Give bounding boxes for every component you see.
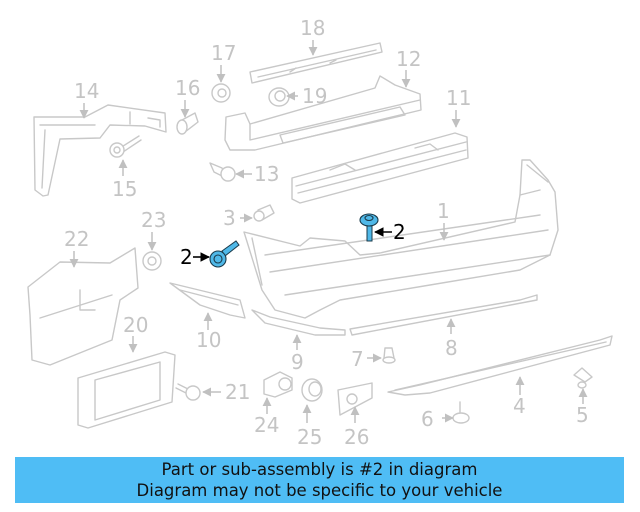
callout-19: 19 <box>302 84 327 108</box>
part-5-clip <box>573 367 593 389</box>
part-23-nut <box>142 251 162 271</box>
part-1-bumper-cover <box>243 159 559 319</box>
callout-24: 24 <box>254 413 279 437</box>
part-22-bracket <box>27 247 139 366</box>
callout-3: 3 <box>223 206 236 230</box>
parts-diagram: 1 2 2 3 4 5 6 7 8 9 10 11 12 13 14 15 16… <box>27 16 613 449</box>
callout-13: 13 <box>254 162 279 186</box>
callout-14: 14 <box>74 79 99 103</box>
callout-2-right[interactable]: 2 <box>393 220 406 244</box>
part-11-absorber <box>291 132 469 204</box>
part-4-diffuser <box>387 335 613 396</box>
part-24-sensor <box>263 371 293 398</box>
callout-8: 8 <box>445 336 458 360</box>
callout-9: 9 <box>291 350 304 374</box>
part-25-grommet <box>301 378 323 402</box>
callout-4: 4 <box>513 394 526 418</box>
banner-line-part-number: Part or sub-assembly is #2 in diagram <box>161 460 478 479</box>
part-15-bolt <box>109 135 142 158</box>
callout-25: 25 <box>297 425 322 449</box>
callout-22: 22 <box>64 227 89 251</box>
part-19-nut <box>268 87 290 107</box>
callout-18: 18 <box>300 16 325 40</box>
part-9-strip <box>251 309 346 336</box>
part-16-grommet <box>176 112 199 135</box>
part-20-module <box>77 351 176 429</box>
callout-12: 12 <box>396 47 421 71</box>
callout-2-left[interactable]: 2 <box>180 245 193 269</box>
callout-20: 20 <box>123 313 148 337</box>
part-26-holder <box>337 382 373 416</box>
part-21-bolt <box>175 383 201 401</box>
part-18-strip <box>249 42 383 84</box>
callout-6: 6 <box>421 407 434 431</box>
callout-26: 26 <box>344 425 369 449</box>
part-17-nut <box>211 83 231 103</box>
part-8-molding <box>349 294 538 336</box>
callout-1: 1 <box>437 199 450 223</box>
callout-15: 15 <box>112 177 137 201</box>
part-14-bracket <box>33 104 167 197</box>
part-7-clip <box>382 347 396 364</box>
info-banner: Part or sub-assembly is #2 in diagram Di… <box>15 457 624 503</box>
part-6-screw <box>452 401 470 424</box>
part-10-trim <box>169 282 246 319</box>
callout-16: 16 <box>175 76 200 100</box>
callout-7: 7 <box>351 347 364 371</box>
callout-arrows <box>69 40 588 423</box>
part-2-bolt-right[interactable] <box>359 213 379 242</box>
callout-10: 10 <box>196 328 221 352</box>
part-2-bolt-left[interactable] <box>209 240 240 268</box>
banner-line-disclaimer: Diagram may not be specific to your vehi… <box>136 481 503 500</box>
callout-11: 11 <box>446 86 471 110</box>
callout-21: 21 <box>225 380 250 404</box>
callout-23: 23 <box>141 208 166 232</box>
part-3-clip <box>253 204 275 222</box>
callout-5: 5 <box>576 403 589 427</box>
part-13-bolt <box>209 162 236 182</box>
part-12-reinforcement <box>224 75 422 151</box>
callout-17: 17 <box>211 41 236 65</box>
